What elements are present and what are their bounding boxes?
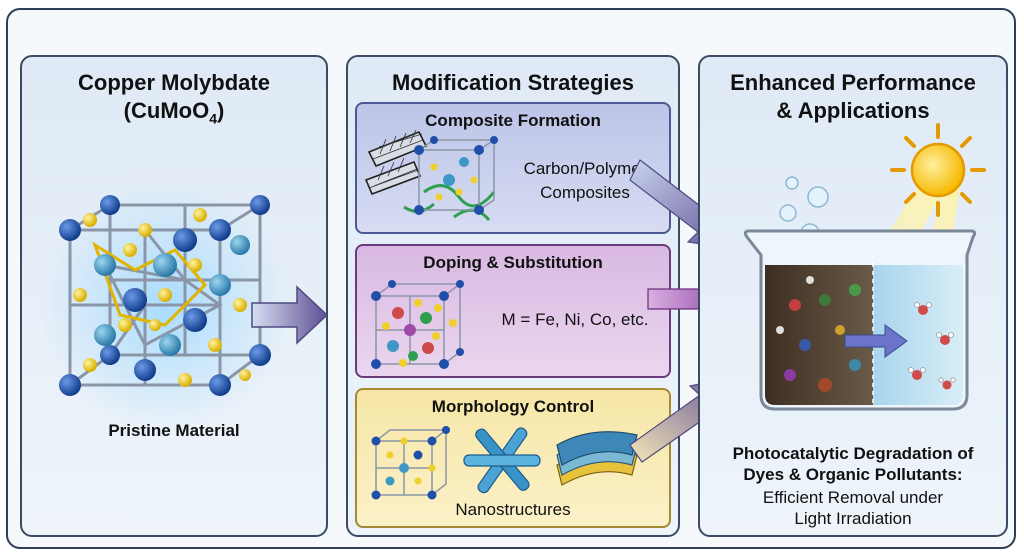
doping-label: M = Fe, Ni, Co, etc. [501, 310, 649, 329]
caption-line4: Light Irradiation [794, 509, 912, 528]
material-formula: (CuMoO4) [22, 98, 326, 131]
performance-title-line1: Enhanced Performance [730, 70, 976, 95]
performance-title-line2: & Applications [776, 98, 930, 123]
nanorods-icon [463, 427, 541, 494]
doping-substitution-box: Doping & Substitution M = Fe, Ni, Co, et… [355, 244, 671, 378]
composite-label-line2: Composites [540, 183, 630, 202]
morphology-title: Morphology Control [431, 397, 595, 416]
formula-suffix: ) [217, 98, 225, 123]
morphology-label: Nanostructures [455, 500, 571, 519]
material-title: Copper Molybdate [78, 70, 270, 95]
performance-caption-regular: Efficient Removal under Light Irradiatio… [700, 487, 1006, 529]
composite-label-line1: Carbon/Polymer [523, 159, 647, 178]
arrow-material-to-strategies [251, 285, 329, 345]
nanosheets-icon [556, 431, 638, 486]
formula-subscript: 4 [209, 110, 217, 127]
caption-line2: Dyes & Organic Pollutants: [743, 465, 963, 484]
composite-label: Carbon/Polymer Composites [499, 157, 671, 205]
composite-title: Composite Formation [425, 111, 601, 130]
strategies-title: Modification Strategies [391, 70, 635, 95]
crystal-lattice-illustration [40, 180, 290, 430]
carbon-nanotube-composite-icon [364, 129, 498, 222]
caption-line3: Efficient Removal under [762, 488, 944, 507]
caption-line1: Photocatalytic Degradation of [732, 444, 974, 463]
doped-lattice-icon [371, 280, 464, 369]
nanocube-icon [371, 426, 450, 500]
formula-prefix: (CuMoO [123, 98, 210, 123]
beaker-photocatalysis-icon [743, 229, 977, 411]
doping-title: Doping & Substitution [423, 253, 603, 272]
sun-icon [910, 142, 966, 198]
performance-caption-bold: Photocatalytic Degradation of Dyes & Org… [700, 443, 1006, 485]
